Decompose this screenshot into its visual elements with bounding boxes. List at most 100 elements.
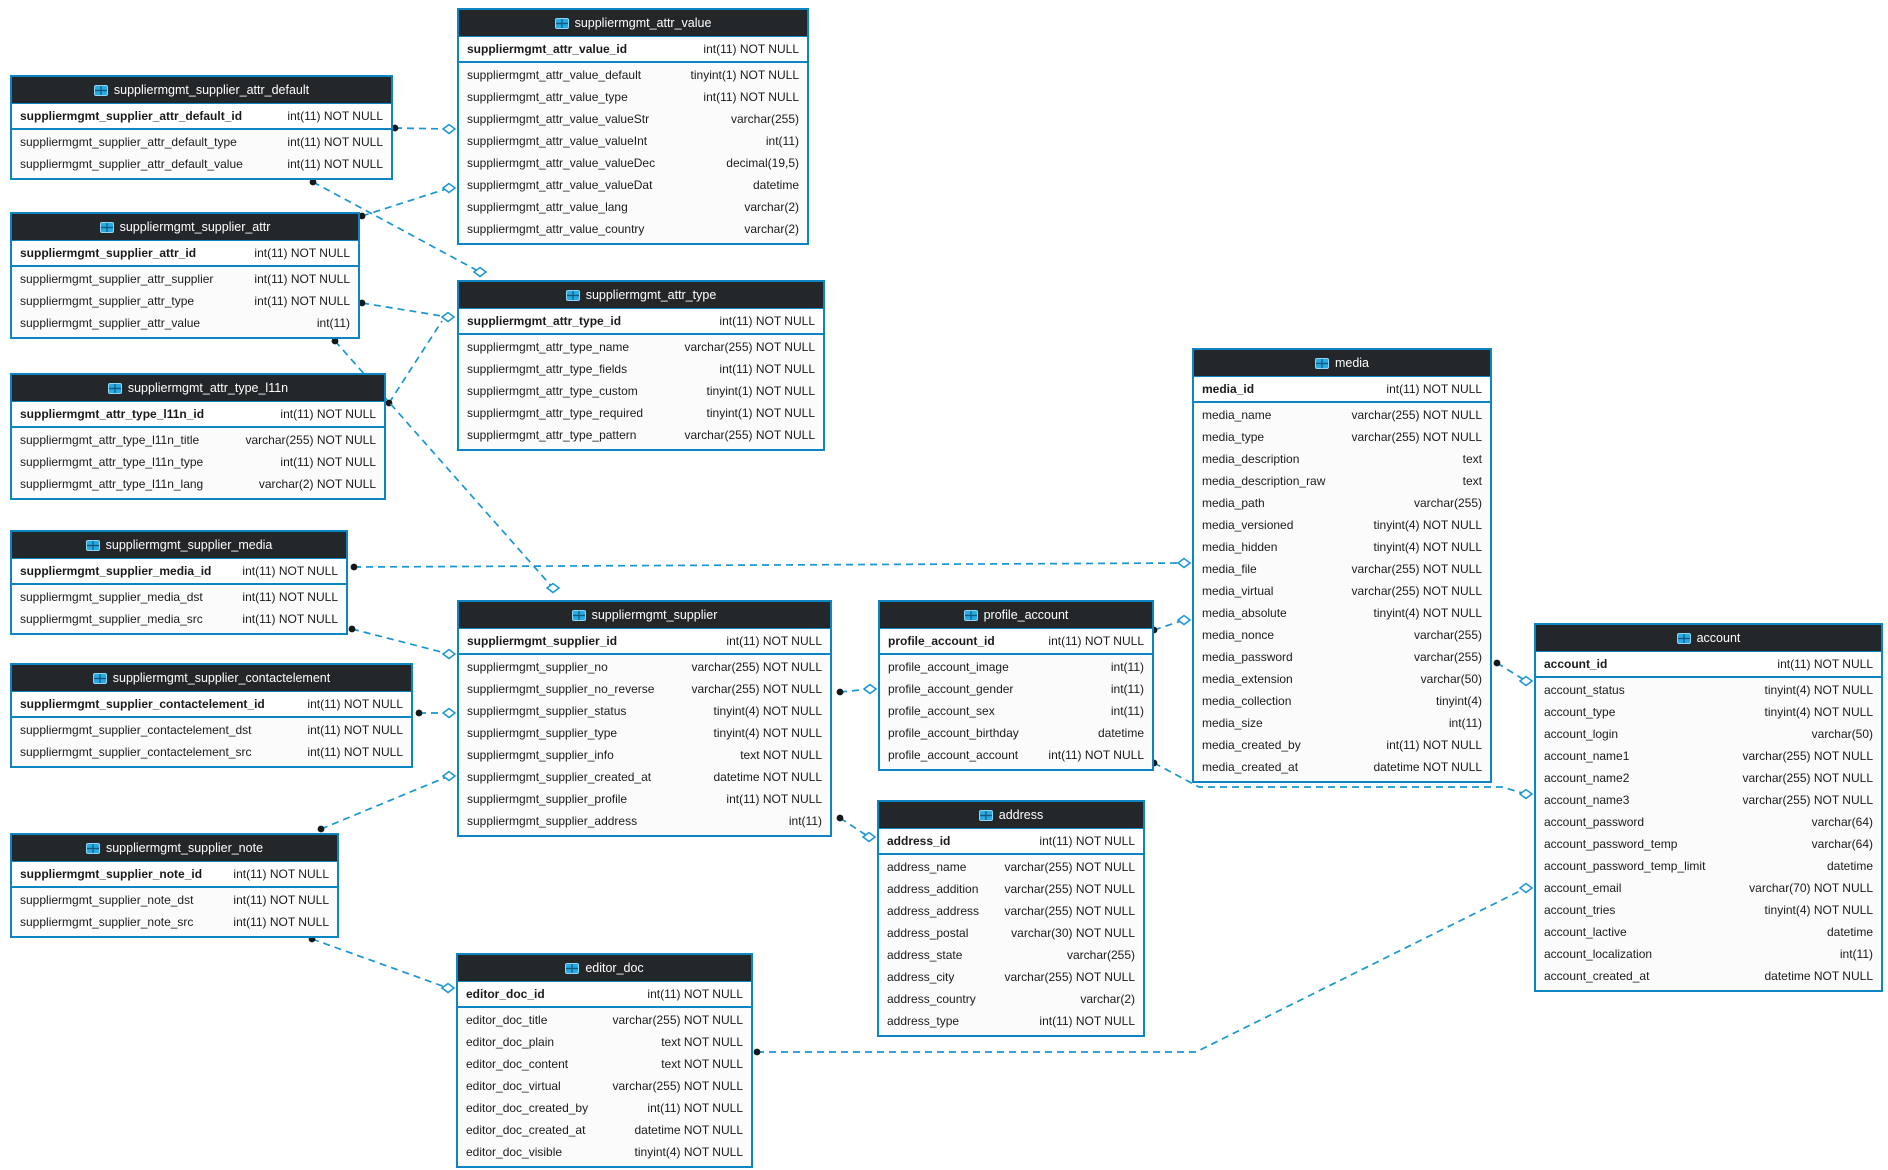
relationship-line-supplier-to-address[interactable] xyxy=(839,817,870,838)
primary-key-row[interactable]: profile_account_id int(11) NOT NULL xyxy=(880,629,1152,655)
table-suppliermgmt_supplier_note[interactable]: suppliermgmt_supplier_note suppliermgmt_… xyxy=(10,833,339,938)
relationship-line-attr-to-attr_type[interactable] xyxy=(361,302,449,318)
table-header[interactable]: suppliermgmt_supplier_media xyxy=(12,532,346,559)
table-header[interactable]: address xyxy=(879,802,1143,829)
relationship-line-attr_default-to-attr_value[interactable] xyxy=(394,127,450,130)
primary-key-row[interactable]: suppliermgmt_attr_type_id int(11) NOT NU… xyxy=(459,309,823,335)
primary-key-row[interactable]: suppliermgmt_attr_value_id int(11) NOT N… xyxy=(459,37,807,63)
relationship-line-attr_default-to-attr_type[interactable] xyxy=(312,181,481,273)
column-row[interactable]: suppliermgmt_supplier_contactelement_dst… xyxy=(12,719,411,741)
table-suppliermgmt_attr_value[interactable]: suppliermgmt_attr_value suppliermgmt_att… xyxy=(457,8,809,245)
table-suppliermgmt_supplier_media[interactable]: suppliermgmt_supplier_media suppliermgmt… xyxy=(10,530,348,635)
relationship-line-attr-to-attr_value[interactable] xyxy=(361,187,450,217)
table-header[interactable]: suppliermgmt_attr_type xyxy=(459,282,823,309)
table-header[interactable]: editor_doc xyxy=(458,955,751,982)
primary-key-row[interactable]: address_id int(11) NOT NULL xyxy=(879,829,1143,855)
relationship-line-supplier_media-to-supplier[interactable] xyxy=(351,628,450,655)
primary-key-row[interactable]: account_id int(11) NOT NULL xyxy=(1536,652,1881,678)
table-suppliermgmt_supplier_contactelement[interactable]: suppliermgmt_supplier_contactelement sup… xyxy=(10,663,413,768)
primary-key-row[interactable]: suppliermgmt_attr_type_l11n_id int(11) N… xyxy=(12,402,384,428)
table-header[interactable]: media xyxy=(1194,350,1490,377)
primary-key-row[interactable]: suppliermgmt_supplier_attr_id int(11) NO… xyxy=(12,241,358,267)
primary-key-row[interactable]: suppliermgmt_supplier_attr_default_id in… xyxy=(12,104,391,130)
primary-key-row[interactable]: suppliermgmt_supplier_id int(11) NOT NUL… xyxy=(459,629,830,655)
table-header[interactable]: suppliermgmt_attr_type_l11n xyxy=(12,375,384,402)
relationship-line-note-to-editor_doc[interactable] xyxy=(311,938,449,989)
relationship-line-media-to-account[interactable] xyxy=(1496,662,1527,682)
table-suppliermgmt_supplier_attr[interactable]: suppliermgmt_supplier_attr suppliermgmt_… xyxy=(10,212,360,339)
table-header[interactable]: suppliermgmt_supplier_attr_default xyxy=(12,77,391,104)
table-header[interactable]: account xyxy=(1536,625,1881,652)
relationship-line-profile_account-to-account[interactable] xyxy=(1153,762,1527,795)
table-header[interactable]: suppliermgmt_supplier_attr xyxy=(12,214,358,241)
table-suppliermgmt_supplier_attr_default[interactable]: suppliermgmt_supplier_attr_default suppl… xyxy=(10,75,393,180)
table-account[interactable]: account account_id int(11) NOT NULL acco… xyxy=(1534,623,1883,992)
table-suppliermgmt_attr_type_l11n[interactable]: suppliermgmt_attr_type_l11n suppliermgmt… xyxy=(10,373,386,500)
table-header[interactable]: suppliermgmt_supplier_note xyxy=(12,835,337,862)
table-header[interactable]: suppliermgmt_attr_value xyxy=(459,10,807,37)
primary-key-row[interactable]: media_id int(11) NOT NULL xyxy=(1194,377,1490,403)
table-suppliermgmt_supplier[interactable]: suppliermgmt_supplier suppliermgmt_suppl… xyxy=(457,600,832,837)
table-header[interactable]: suppliermgmt_supplier xyxy=(459,602,830,629)
relationship-line-supplier_media-to-media[interactable] xyxy=(353,562,1185,568)
primary-key-row[interactable]: suppliermgmt_supplier_note_id int(11) NO… xyxy=(12,862,337,888)
table-header[interactable]: profile_account xyxy=(880,602,1152,629)
table-profile_account[interactable]: profile_account profile_account_id int(1… xyxy=(878,600,1154,771)
